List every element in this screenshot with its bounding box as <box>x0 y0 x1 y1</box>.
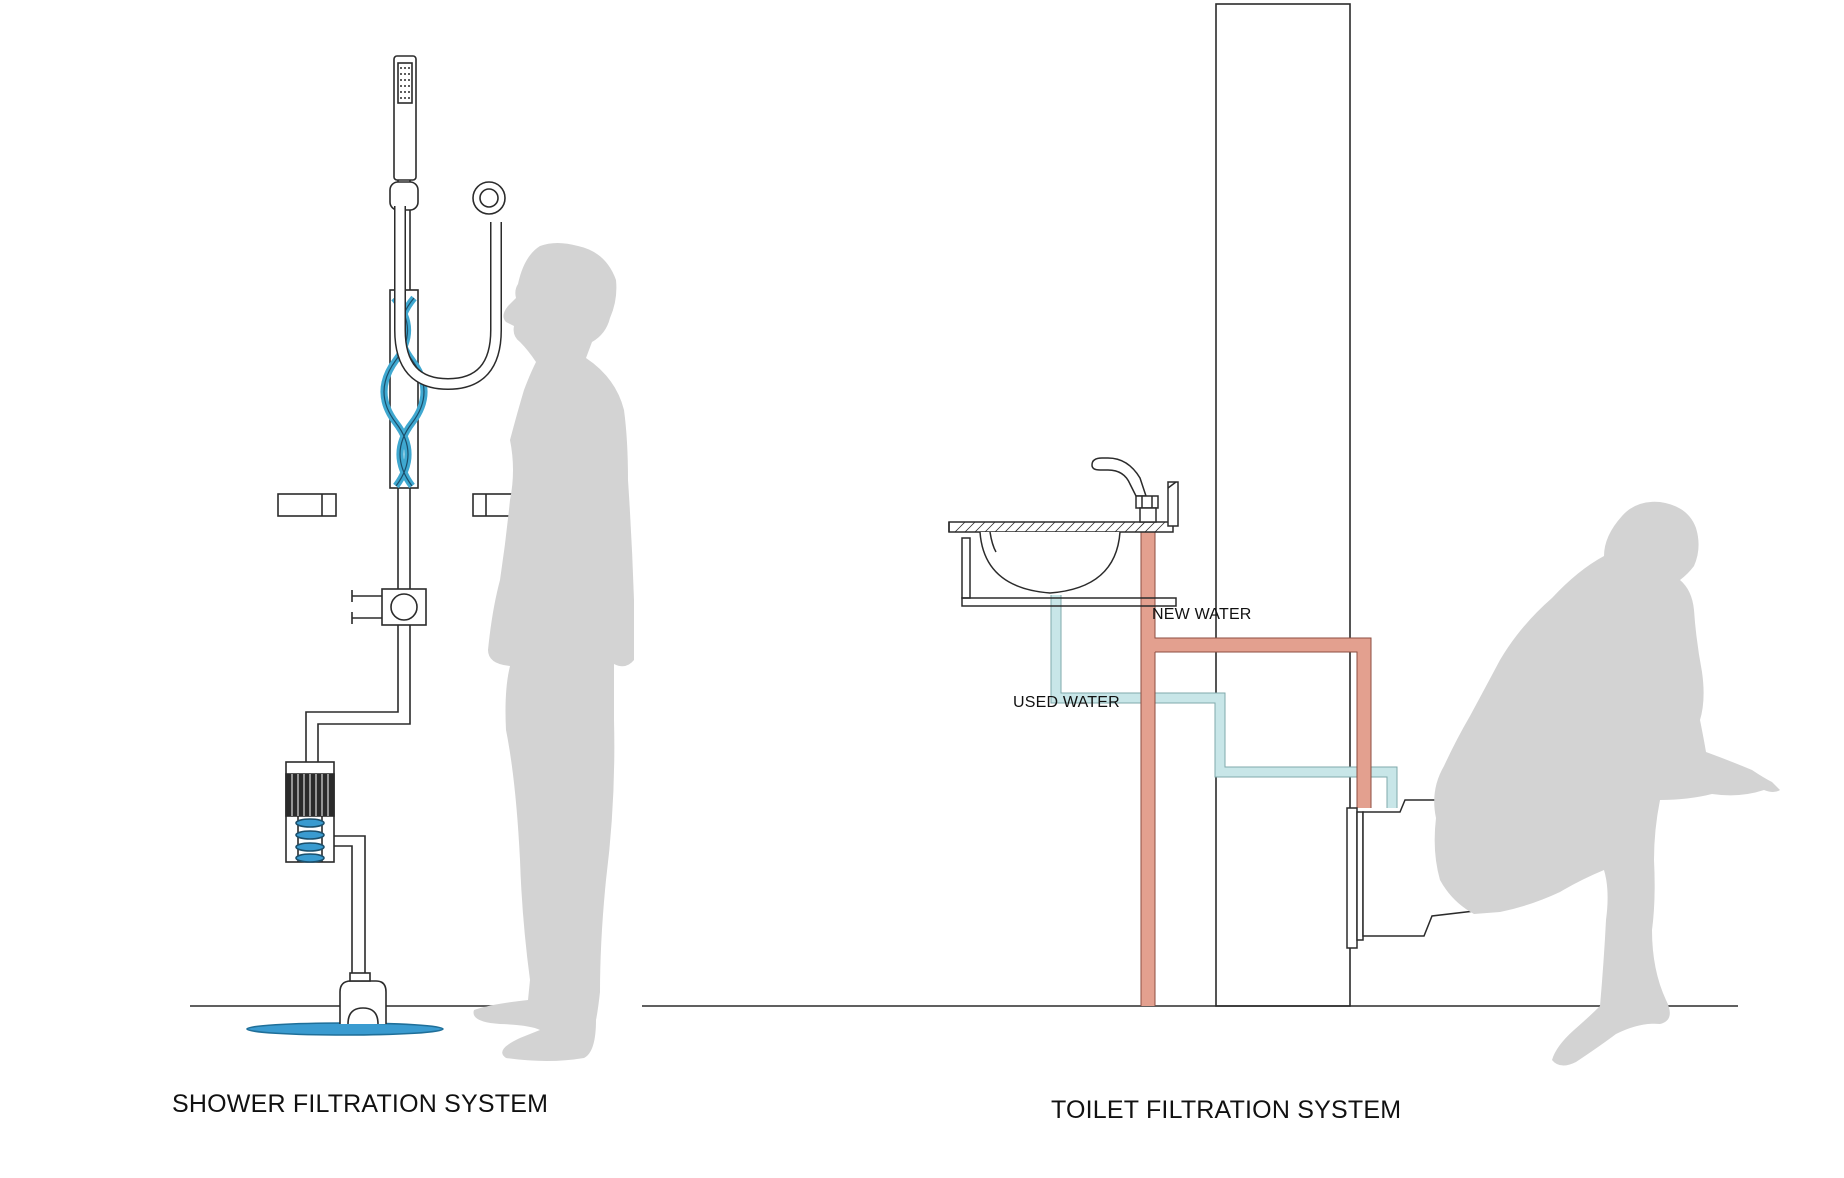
shower-system <box>246 55 532 1036</box>
wall-column <box>1215 3 1351 1007</box>
new-water-pipe <box>1141 532 1371 1006</box>
used-water-label: USED WATER <box>1013 694 1120 711</box>
shelf-left <box>277 493 337 517</box>
faucet <box>1091 457 1148 497</box>
drain-fixture <box>339 980 387 1024</box>
filter-cartridge <box>285 761 335 863</box>
shower-caption: SHOWER FILTRATION SYSTEM <box>172 1090 549 1118</box>
used-water-pipe <box>1051 595 1397 808</box>
seated-person-silhouette <box>1434 501 1780 1066</box>
new-water-label: NEW WATER <box>1152 606 1252 623</box>
drain-puddle <box>246 1022 444 1036</box>
toilet-caption: TOILET FILTRATION SYSTEM <box>1051 1096 1402 1124</box>
sink <box>948 457 1179 607</box>
standing-person-silhouette <box>473 243 634 1061</box>
